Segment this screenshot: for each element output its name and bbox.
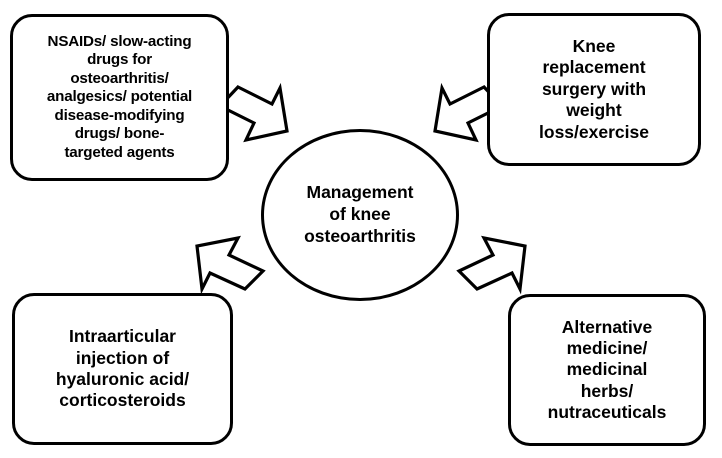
node-label: NSAIDs/ slow-acting drugs for osteoarthr… (46, 32, 193, 161)
center-node-label: Management of knee osteoarthritis (304, 182, 416, 246)
node-alternative-medicine[interactable]: Alternative medicine/ medicinal herbs/ n… (508, 294, 706, 446)
node-surgical-therapy[interactable]: Knee replacement surgery with weight los… (487, 13, 701, 166)
node-intraarticular-injection[interactable]: Intraarticular injection of hyaluronic a… (12, 293, 233, 445)
arrow-top-left-icon (217, 82, 289, 143)
center-node-management-of-knee-osteoarthritis[interactable]: Management of knee osteoarthritis (261, 129, 459, 301)
arrow-bottom-right-icon (456, 235, 527, 295)
node-label: Intraarticular injection of hyaluronic a… (55, 326, 190, 411)
node-label: Alternative medicine/ medicinal herbs/ n… (547, 316, 667, 423)
arrow-bottom-left-icon (195, 235, 266, 295)
node-pharmacologic-therapy[interactable]: NSAIDs/ slow-acting drugs for osteoarthr… (10, 14, 229, 181)
node-label: Knee replacement surgery with weight los… (539, 36, 649, 142)
